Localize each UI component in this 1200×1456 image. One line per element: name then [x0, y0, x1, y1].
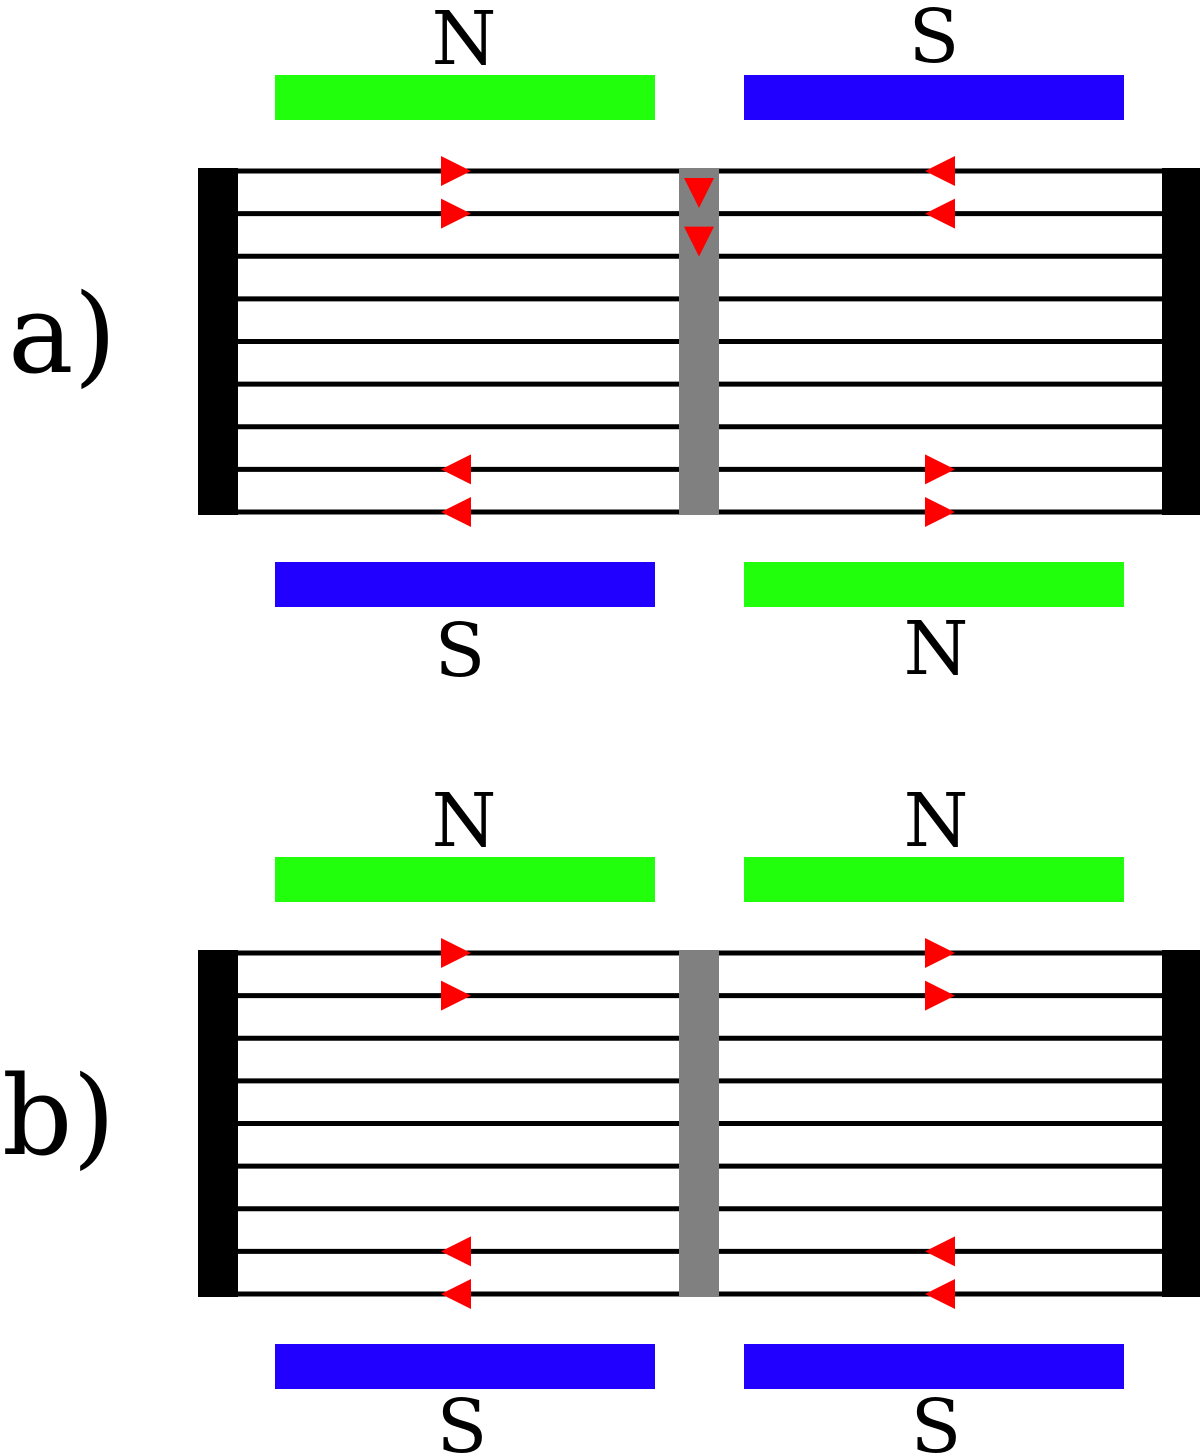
- bottom-left-arrow-2: [441, 1279, 471, 1309]
- top-magnet-2: [744, 75, 1124, 120]
- panel-label-a: a): [8, 270, 117, 398]
- top-left-arrow-1: [441, 938, 471, 968]
- bottom-left-pole-label: S: [435, 608, 486, 694]
- bottom-magnet-2: [744, 1344, 1124, 1389]
- top-left-arrow-2: [441, 198, 471, 229]
- bottom-left-pole-label: S: [437, 1384, 488, 1456]
- top-right-arrow-1: [925, 156, 955, 186]
- top-magnet-1: [275, 75, 655, 120]
- bottom-right-arrow-1: [925, 1236, 955, 1267]
- panel-b: b) N N S S: [2, 778, 1200, 1456]
- bottom-right-pole-label: N: [904, 606, 969, 692]
- top-left-arrow-1: [441, 156, 471, 186]
- panel-a: a) N S S N: [8, 0, 1200, 694]
- bottom-right-arrow-1: [925, 454, 955, 485]
- top-right-arrow-2: [925, 980, 955, 1011]
- left-end-bar: [198, 950, 238, 1297]
- top-right-pole-label: N: [904, 778, 969, 864]
- left-end-bar: [198, 168, 238, 515]
- top-magnet-1: [275, 857, 655, 902]
- bottom-left-arrow-1: [441, 454, 471, 485]
- bottom-magnet-2: [744, 562, 1124, 607]
- top-left-arrow-2: [441, 980, 471, 1011]
- panel-a-graphics: [198, 75, 1200, 607]
- bottom-right-arrow-2: [925, 1279, 955, 1309]
- right-end-bar: [1162, 168, 1200, 515]
- bottom-magnet-1: [275, 1344, 655, 1389]
- top-left-pole-label: N: [432, 778, 497, 864]
- panel-label-b: b): [2, 1052, 115, 1180]
- bottom-right-pole-label: S: [911, 1384, 962, 1456]
- bottom-left-arrow-2: [441, 497, 471, 527]
- panel-b-graphics: [198, 857, 1200, 1389]
- top-left-pole-label: N: [432, 0, 497, 82]
- top-magnet-2: [744, 857, 1124, 902]
- top-right-arrow-1: [925, 938, 955, 968]
- top-right-arrow-2: [925, 198, 955, 229]
- bottom-left-arrow-1: [441, 1236, 471, 1267]
- center-divider: [679, 168, 719, 515]
- divider-arrow-2: [684, 226, 714, 257]
- bottom-magnet-1: [275, 562, 655, 607]
- top-right-pole-label: S: [909, 0, 960, 80]
- bottom-right-arrow-2: [925, 497, 955, 527]
- divider-arrow-1: [684, 178, 714, 208]
- right-end-bar: [1162, 950, 1200, 1297]
- center-divider: [679, 950, 719, 1297]
